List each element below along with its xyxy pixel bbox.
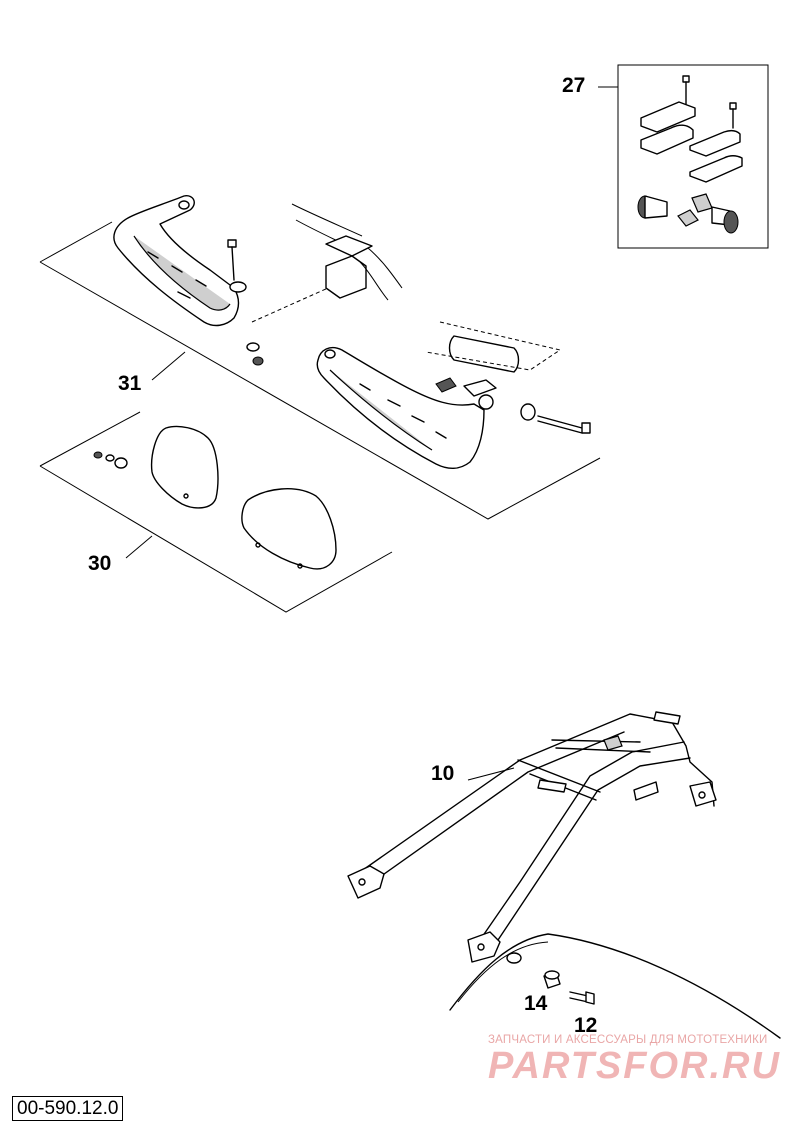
watermark: ЗАПЧАСТИ И АКСЕССУАРЫ ДЛЯ МОТОТЕХНИКИ PA…: [488, 1034, 788, 1086]
clamp-half-lower-icon: [640, 124, 694, 155]
spacer-icon: [435, 377, 457, 393]
clamp-half-lower-icon: [689, 155, 743, 183]
spacer-icon: [677, 209, 699, 227]
part-12-screw: [569, 991, 595, 1005]
rack-hook-icon: [653, 711, 681, 725]
handlebar-end-icon: [448, 335, 520, 373]
part-14-spacer: [543, 970, 561, 989]
rack-mount-tab-icon: [347, 865, 385, 899]
clamp-half-upper-icon: [640, 101, 696, 133]
kit-27-frame: [617, 64, 769, 249]
part-31-handguard-kit: [39, 195, 601, 520]
handlebar-clamp-icon: [325, 255, 367, 299]
fender-mount-hole-icon: [506, 952, 522, 964]
leader-31: [151, 351, 186, 381]
washer-icon: [246, 342, 260, 352]
clamp-screw-icon: [682, 75, 690, 105]
right-handguard-icon: [316, 346, 485, 469]
left-hand-shield-icon: [150, 425, 219, 509]
rear-fender-outline: [449, 933, 781, 1039]
washer-icon: [520, 403, 536, 421]
clamp-screw-icon: [729, 102, 737, 129]
part-30-hand-shield-kit: [39, 411, 393, 613]
callout-30: 30: [88, 552, 111, 575]
callout-14: 14: [524, 992, 548, 1015]
right-hand-shield-icon: [241, 488, 337, 570]
rack-hook-icon: [633, 781, 659, 801]
washer-icon: [105, 454, 115, 462]
callout-31: 31: [118, 372, 142, 395]
rack-mount-tab-icon: [689, 781, 717, 807]
bar-end-plug-icon: [637, 195, 668, 219]
kit-30-frame: [39, 411, 393, 613]
callout-12: 12: [574, 1014, 597, 1037]
watermark-logo: PARTSFOR.RU: [488, 1045, 781, 1087]
handguard-bolt-icon: [537, 415, 591, 434]
left-handguard-icon: [113, 195, 240, 327]
bushing-icon: [478, 394, 494, 410]
nut-icon: [252, 356, 264, 366]
callout-10: 10: [431, 762, 454, 785]
part-27-clamp-kit: [598, 64, 769, 249]
clamp-half-upper-icon: [689, 129, 741, 157]
part-10-luggage-rack: [347, 711, 717, 963]
drawing-number: 00-590.12.0: [12, 1096, 124, 1121]
handguard-bolt-icon: [227, 239, 247, 293]
spacer-icon: [691, 193, 713, 213]
rack-hook-icon: [537, 779, 567, 793]
handlebar-clamp-icon: [325, 235, 373, 257]
spacer-icon: [463, 379, 497, 397]
kit-31-frame: [39, 221, 601, 520]
bar-end-plug-icon: [711, 206, 739, 234]
callout-27: 27: [562, 74, 585, 97]
bushing-icon: [114, 457, 128, 469]
shield-screw-icon: [93, 451, 103, 459]
watermark-tagline: ЗАПЧАСТИ И АКСЕССУАРЫ ДЛЯ МОТОТЕХНИКИ: [488, 1034, 768, 1046]
leader-30: [125, 535, 153, 559]
